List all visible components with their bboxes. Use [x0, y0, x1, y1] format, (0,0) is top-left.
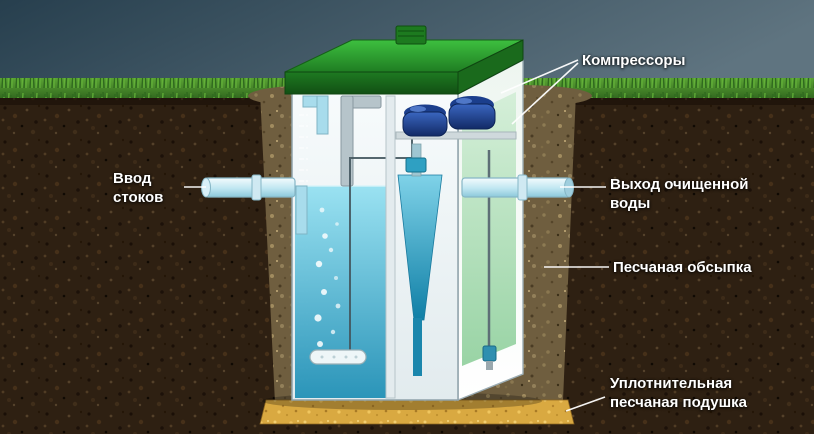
leader-line-compressor-1 — [500, 59, 579, 94]
compressors-label: Компрессоры — [582, 52, 686, 69]
inlet-label: Ввод стоков — [113, 170, 164, 206]
aerator — [309, 349, 367, 365]
biofilter-fitting — [482, 345, 497, 362]
sand-backfill-label: Песчаная обсыпка — [613, 259, 752, 276]
vent-cap — [395, 25, 427, 45]
inlet-drop-pipe — [295, 185, 308, 235]
compressor-unit-2 — [448, 96, 496, 130]
blue-elbow-pipe — [302, 95, 329, 135]
compressor-shelf — [395, 131, 517, 140]
outlet-pipe — [461, 174, 574, 201]
divider-wall — [385, 95, 396, 399]
inlet-pipe — [201, 174, 296, 201]
sand-cushion — [259, 399, 575, 425]
leader-line-cushion — [565, 396, 606, 412]
sand-cushion-label: Уплотнительная песчаная подушка — [610, 375, 747, 411]
septic-tank — [284, 25, 524, 402]
air-bubbles — [314, 207, 341, 347]
funnel-valve — [405, 157, 427, 173]
tank-lid — [284, 25, 524, 95]
compressor-unit-1 — [402, 104, 448, 137]
leader-line-compressor-2 — [511, 62, 579, 125]
clarifier-funnel — [397, 143, 443, 376]
outlet-label: Выход очищенной воды — [610, 176, 749, 212]
aeration-water — [295, 186, 386, 398]
